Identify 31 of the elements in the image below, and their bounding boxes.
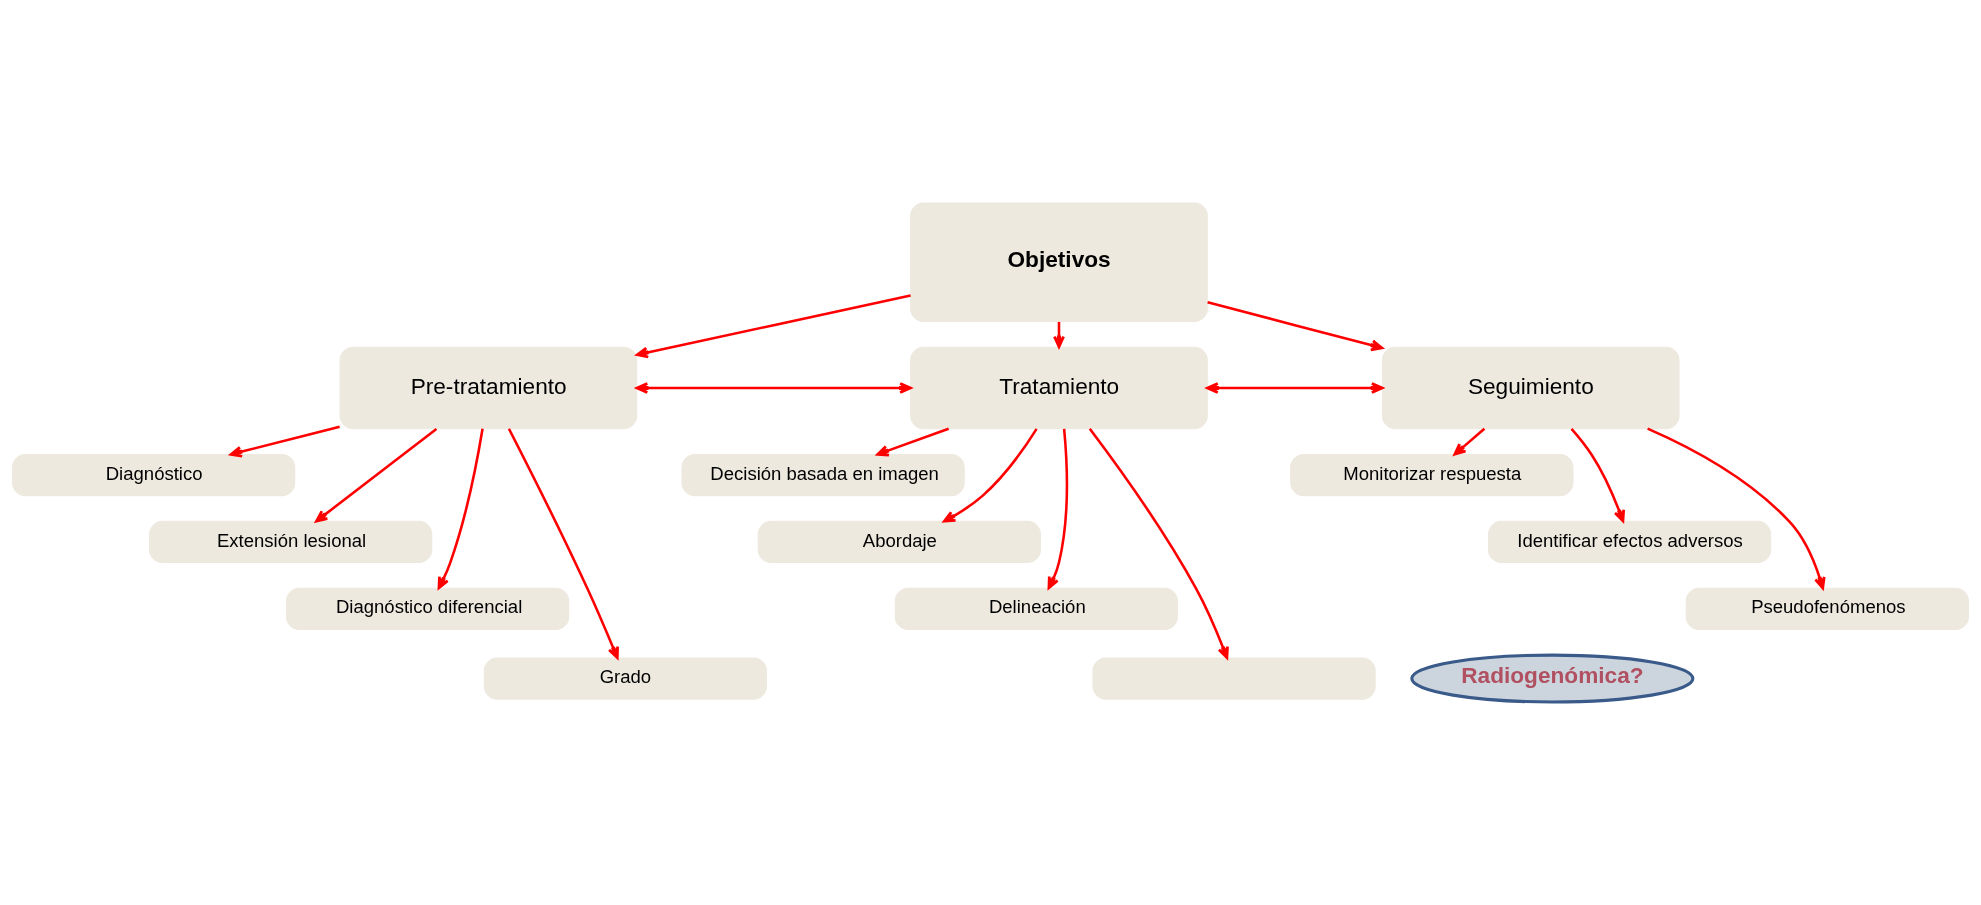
arrow — [507, 428, 619, 660]
arrow — [1088, 427, 1229, 660]
node-box: Pseudofenómenos — [1685, 587, 1969, 631]
arrow — [315, 427, 438, 523]
arrow — [437, 428, 484, 590]
arrow — [635, 294, 911, 359]
node-box: Abordaje — [757, 520, 1041, 564]
arrow — [1206, 382, 1384, 394]
node-box: Objetivos — [910, 202, 1208, 323]
arrow — [1570, 427, 1626, 523]
node-ellipse: Radiogenómica? — [1410, 653, 1695, 704]
node-box: Pre-tratamiento — [339, 346, 638, 430]
arrow — [229, 425, 340, 458]
arrow — [1647, 427, 1826, 590]
arrow — [635, 382, 912, 394]
node-box: Extensión lesional — [149, 520, 433, 564]
arrow — [1207, 301, 1384, 352]
node-box: Grado — [483, 657, 767, 700]
arrow — [876, 427, 950, 457]
arrow — [1047, 428, 1069, 590]
node-box: Seguimiento — [1381, 346, 1680, 430]
arrow — [942, 428, 1038, 523]
node-box: Diagnóstico — [12, 453, 296, 497]
node-box: Identificar efectos adversos — [1487, 520, 1772, 564]
node-box: Tratamiento — [910, 346, 1208, 430]
node-box: Monitorizar respuesta — [1290, 453, 1574, 497]
node-box: Diagnóstico diferencial — [286, 587, 570, 631]
node-box: Delineación — [894, 587, 1178, 631]
node-box: Decisión basada en imagen — [681, 453, 965, 497]
arrow — [1453, 427, 1486, 456]
node-box — [1092, 657, 1376, 700]
